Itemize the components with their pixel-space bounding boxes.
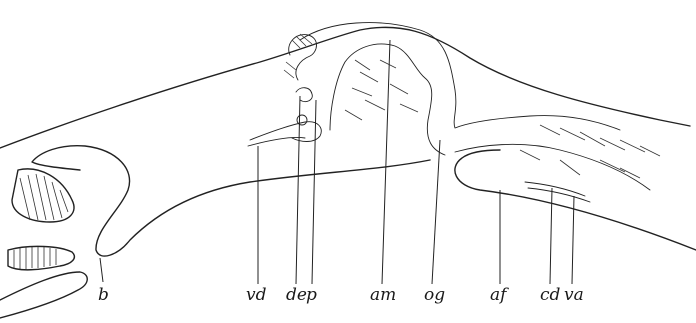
label-af: af (490, 285, 509, 305)
right-flap-shading (520, 125, 660, 178)
label-va: va (564, 285, 584, 305)
cavity-outline (330, 44, 445, 155)
left-organ-upper (12, 169, 74, 222)
left-organ-lower-hatching (14, 247, 56, 269)
lower-left-tip (0, 272, 87, 318)
duct-loop (248, 122, 321, 146)
leader-p (312, 100, 316, 284)
label-b: b (98, 285, 109, 305)
leader-og (432, 140, 440, 284)
label-vd: vd (246, 285, 267, 305)
pore-circle (297, 115, 307, 125)
upper-flap-outline (300, 23, 620, 130)
ventral-outline (32, 146, 696, 256)
label-de: de (286, 285, 307, 305)
label-og: og (424, 285, 445, 305)
hook-hatching (284, 34, 312, 78)
label-cd: cd (540, 285, 561, 305)
leader-am (382, 40, 390, 284)
label-am: am (370, 285, 396, 305)
left-organ-lower (8, 246, 74, 269)
am-shading (345, 60, 418, 120)
leader-b (100, 258, 103, 282)
left-organ-upper-hatching (20, 174, 68, 220)
label-p: p (306, 285, 317, 305)
dorsal-outline (0, 27, 690, 148)
